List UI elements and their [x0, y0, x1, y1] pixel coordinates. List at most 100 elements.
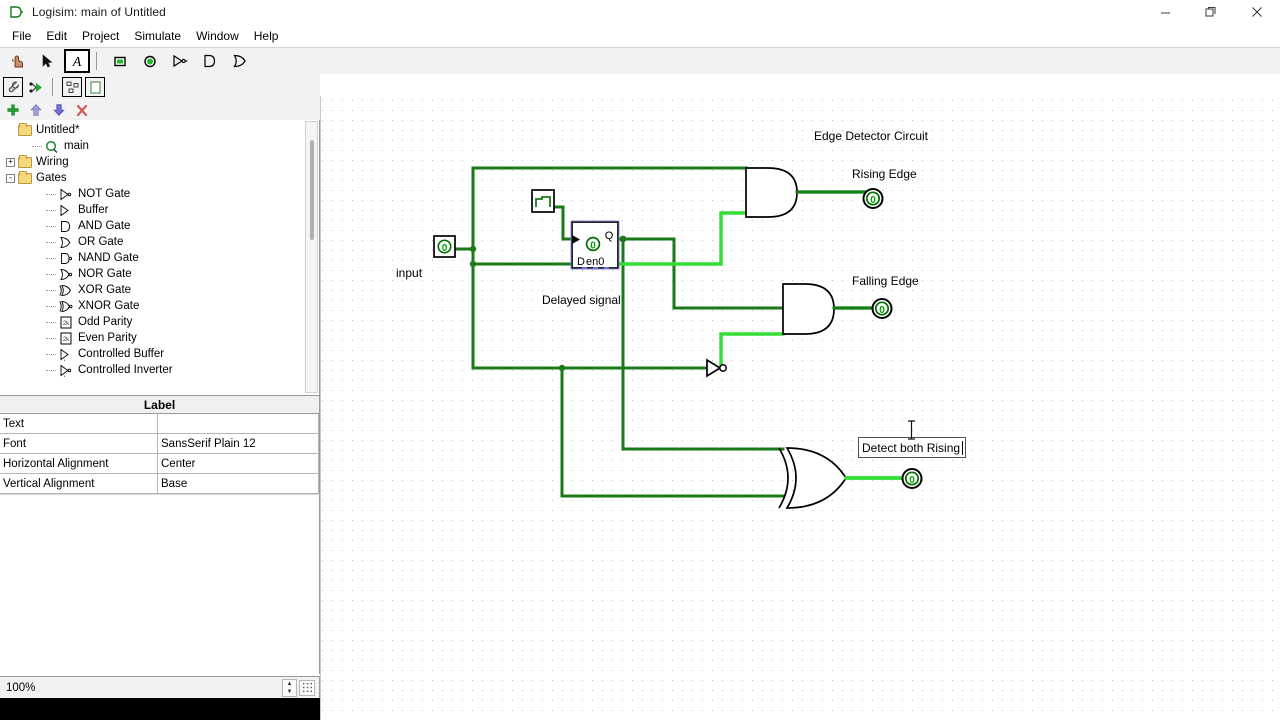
table-row[interactable]: Vertical Alignment Base: [0, 474, 319, 494]
attr-value-font[interactable]: SansSerif Plain 12: [158, 434, 319, 454]
expand-icon[interactable]: +: [6, 157, 15, 167]
close-button[interactable]: [1234, 0, 1280, 24]
minimize-button[interactable]: [1142, 0, 1188, 24]
tree-item-wiring[interactable]: + Wiring: [0, 154, 305, 170]
add-button[interactable]: [3, 101, 23, 119]
tree-item-label: Untitled*: [36, 124, 80, 136]
circuit-canvas[interactable]: .wlow { stroke:#1a7a1a; stroke-width:3; …: [320, 96, 1280, 720]
circuit-title-label: Edge Detector Circuit: [814, 129, 929, 143]
stepper-down-icon[interactable]: ▼: [286, 688, 293, 695]
tree-item-controlled-buffer[interactable]: Controlled Buffer: [0, 346, 305, 362]
tree-connector: [46, 209, 56, 211]
zoom-status-bar: 100% ▲ ▼: [0, 676, 320, 698]
tree-spacer: [6, 126, 15, 135]
tree-item-controlled-inverter[interactable]: Controlled Inverter: [0, 362, 305, 378]
tree-item-nand-gate[interactable]: NAND Gate: [0, 250, 305, 266]
menu-help[interactable]: Help: [253, 28, 279, 43]
tree-item-buffer[interactable]: Buffer: [0, 202, 305, 218]
logisim-gate-icon: [4, 0, 28, 24]
scrollbar-thumb[interactable]: [310, 140, 314, 240]
not-gate-tool-button[interactable]: [167, 49, 193, 73]
tree-spacer: [34, 366, 43, 375]
menu-file[interactable]: File: [12, 28, 32, 43]
tree-item-xor-gate[interactable]: XOR Gate: [0, 282, 305, 298]
attr-value-text[interactable]: [158, 414, 319, 434]
attr-value-valign[interactable]: Base: [158, 474, 319, 494]
wire-junction: [619, 235, 627, 243]
table-row[interactable]: Font SansSerif Plain 12: [0, 434, 319, 454]
tree-item-odd-parity[interactable]: 2k Odd Parity: [0, 314, 305, 330]
menu-simulate[interactable]: Simulate: [134, 28, 182, 43]
text-tool-button[interactable]: A: [64, 49, 90, 73]
wire-not-to-falling-and: [719, 332, 785, 370]
tree-spacer: [34, 350, 43, 359]
output-pin-tool-button[interactable]: [137, 49, 163, 73]
tree-item-nor-gate[interactable]: NOR Gate: [0, 266, 305, 282]
tree-item-label: Odd Parity: [78, 316, 133, 328]
zoom-stepper[interactable]: ▲ ▼: [282, 678, 297, 697]
table-row[interactable]: Text: [0, 414, 319, 434]
falling-edge-label: Falling Edge: [852, 274, 919, 288]
menu-edit[interactable]: Edit: [46, 28, 68, 43]
bottom-filler: [0, 698, 320, 720]
attr-value-halign[interactable]: Center: [158, 454, 319, 474]
tree-item-gates[interactable]: -Gates: [0, 170, 305, 186]
tree-spacer: [34, 334, 43, 343]
select-tool-button[interactable]: [34, 49, 60, 73]
tree-item-and-gate[interactable]: AND Gate: [0, 218, 305, 234]
input-pin-tool-button[interactable]: [107, 49, 133, 73]
svg-text:2k: 2k: [63, 321, 70, 327]
tree-spacer: [34, 238, 43, 247]
tree-item-untitled[interactable]: Untitled*: [0, 122, 305, 138]
stepper-up-icon[interactable]: ▲: [286, 680, 293, 687]
secondary-toolbar: [0, 74, 320, 100]
poke-tool-button[interactable]: [4, 49, 30, 73]
ctrl-inverter-icon: [58, 364, 74, 377]
zoom-level-value[interactable]: 100%: [6, 681, 36, 694]
collapse-icon[interactable]: -: [6, 173, 15, 183]
tree-item-label: main: [64, 140, 89, 152]
wire-q-to-falling-and: [672, 237, 785, 310]
subcircuit-tool-button[interactable]: [62, 77, 82, 97]
folder-icon: [18, 170, 32, 184]
tree-connector: [46, 305, 56, 307]
toolbar-separator: [96, 52, 97, 70]
move-down-button[interactable]: [49, 101, 69, 119]
tree-connector: [46, 241, 56, 243]
and-gate-tool-button[interactable]: [197, 49, 223, 73]
svg-text:A: A: [72, 55, 82, 69]
wrench-edit-tool-button[interactable]: [3, 77, 23, 97]
delete-button[interactable]: [72, 101, 92, 119]
window-title: Logisim: main of Untitled: [32, 4, 166, 19]
canvas-text-editor-value: Detect both Rising: [862, 440, 961, 455]
tree-item-label: AND Gate: [78, 220, 131, 232]
canvas-text-editor[interactable]: Detect both Rising: [858, 437, 966, 458]
tree-item-label: NAND Gate: [78, 252, 139, 264]
grid-toggle-button[interactable]: [299, 679, 315, 696]
tree-connector: [46, 289, 56, 291]
attribute-table: Text Font SansSerif Plain 12 Horizontal …: [0, 414, 320, 494]
table-row[interactable]: Horizontal Alignment Center: [0, 454, 319, 474]
tree-item-xnor-gate[interactable]: XNOR Gate: [0, 298, 305, 314]
tree-item-not-gate[interactable]: NOT Gate: [0, 186, 305, 202]
nor-gate-icon: [58, 268, 74, 281]
move-up-button[interactable]: [26, 101, 46, 119]
tree-item-or-gate[interactable]: OR Gate: [0, 234, 305, 250]
output-pin-falling: 0: [871, 298, 893, 319]
tree-item-main[interactable]: main: [0, 138, 305, 154]
menu-window[interactable]: Window: [196, 28, 239, 43]
tree-connector: [46, 225, 56, 227]
tree-item-label: Wiring: [36, 156, 69, 168]
attr-key-font: Font: [0, 434, 158, 454]
or-gate-tool-button[interactable]: [227, 49, 253, 73]
tree-item-label: XOR Gate: [78, 284, 132, 296]
new-circuit-tool-button[interactable]: [85, 77, 105, 97]
simulate-tool-button[interactable]: [26, 77, 46, 97]
menu-project[interactable]: Project: [82, 28, 120, 43]
svg-text:0: 0: [909, 475, 915, 486]
explorer-scrollbar[interactable]: [305, 121, 318, 393]
maximize-button[interactable]: [1188, 0, 1234, 24]
